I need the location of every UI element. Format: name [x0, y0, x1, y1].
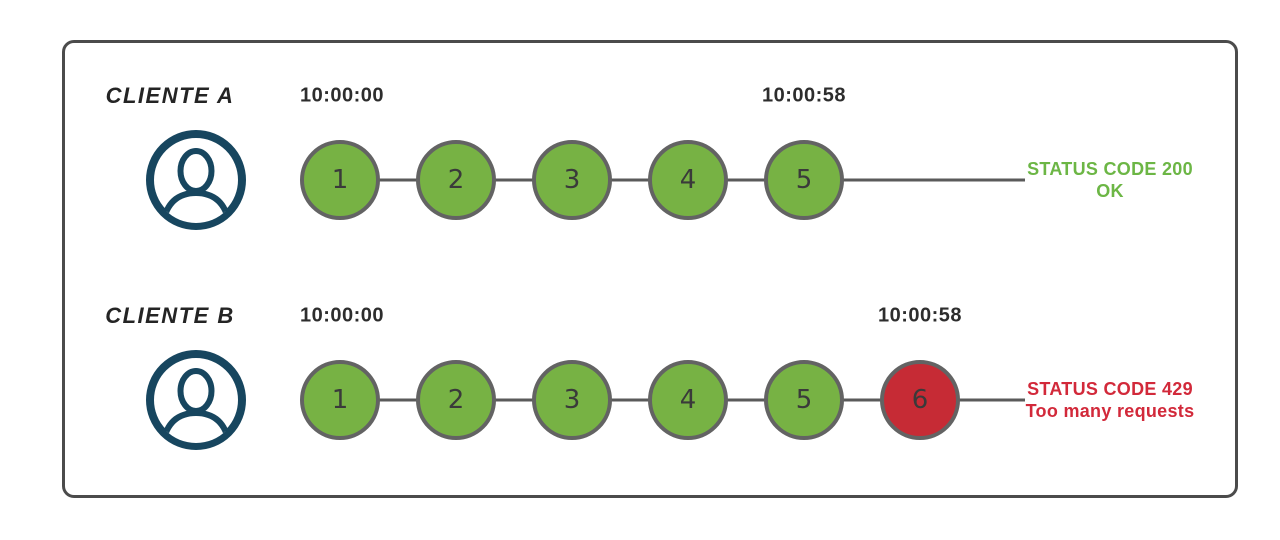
status-message-line: Too many requests	[1025, 401, 1195, 421]
client-label: CLIENTE B	[105, 303, 235, 328]
start-time-label: 10:00:00	[299, 84, 385, 107]
request-circle-allowed: 3	[532, 140, 612, 220]
request-circle-blocked: 6	[880, 360, 960, 440]
status-code-line: STATUS CODE 429	[1027, 379, 1193, 399]
diagram-panel	[62, 40, 1238, 498]
user-avatar-icon	[144, 128, 248, 232]
request-circle-allowed: 4	[648, 140, 728, 220]
request-circle-allowed: 5	[764, 360, 844, 440]
end-time-label: 10:00:58	[761, 84, 847, 107]
request-circle-allowed: 3	[532, 360, 612, 440]
request-circle-allowed: 4	[648, 360, 728, 440]
client-label: CLIENTE A	[105, 83, 235, 108]
request-circle-allowed: 1	[300, 360, 380, 440]
request-circle-allowed: 5	[764, 140, 844, 220]
status-code-line: STATUS CODE 200	[1027, 159, 1193, 179]
status-message-line: OK	[1096, 181, 1124, 201]
start-time-label: 10:00:00	[299, 304, 385, 327]
request-circle-allowed: 2	[416, 140, 496, 220]
request-circle-allowed: 2	[416, 360, 496, 440]
user-avatar-icon	[144, 348, 248, 452]
end-time-label: 10:00:58	[877, 304, 963, 327]
request-circle-allowed: 1	[300, 140, 380, 220]
